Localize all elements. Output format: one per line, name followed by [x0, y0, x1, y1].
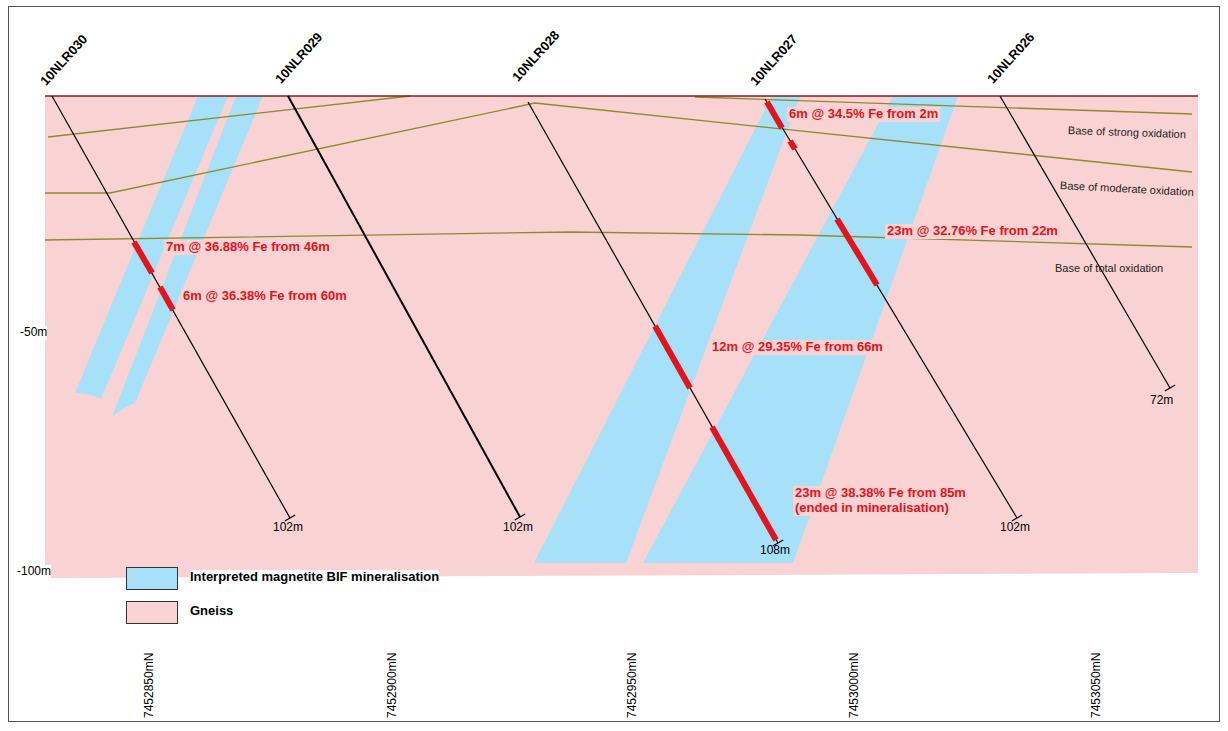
- intercept-label: 6m @ 34.5% Fe from 2m: [787, 107, 940, 122]
- oxidation-line: [45, 103, 1192, 193]
- northing-label: 7452850mN: [143, 653, 157, 718]
- depth-label: 102m: [503, 521, 533, 535]
- depth-label: 108m: [760, 544, 790, 558]
- legend-text: Gneiss: [190, 604, 233, 619]
- bif-band: [112, 96, 263, 417]
- drill-hole: [1000, 96, 1170, 388]
- hole-end: [515, 514, 525, 520]
- depth-label: 102m: [273, 521, 303, 535]
- intercept-label: 23m @ 38.38% Fe from 85m (ended in miner…: [793, 486, 997, 516]
- boundary-label: Base of strong oxidation: [1068, 124, 1186, 141]
- axis-label: -100m: [17, 565, 51, 579]
- hole-name: 10NLR026: [985, 30, 1038, 87]
- legend-text: Interpreted magnetite BIF mineralisation: [190, 570, 439, 585]
- intercept-label: 23m @ 32.76% Fe from 22m: [885, 224, 1060, 239]
- drill-hole: [52, 96, 290, 518]
- depth-label: 72m: [1150, 394, 1173, 408]
- hole-name: 10NLR028: [510, 28, 563, 85]
- northing-label: 7453050mN: [1090, 653, 1104, 718]
- gneiss-area: [45, 96, 1198, 578]
- hole-name: 10NLR027: [748, 32, 801, 89]
- intercept-bar: [837, 219, 877, 285]
- frame: [9, 7, 1220, 722]
- northing-label: 7452900mN: [386, 653, 400, 718]
- hole-name: 10NLR030: [38, 32, 91, 89]
- depth-label: 102m: [1000, 521, 1030, 535]
- intercept-bar: [790, 141, 795, 149]
- intercept-bar: [134, 242, 152, 273]
- intercept-bar: [767, 102, 782, 128]
- surface-line: [45, 95, 1198, 97]
- intercept-bar: [655, 326, 690, 388]
- intercept-label: 12m @ 29.35% Fe from 66m: [710, 340, 885, 355]
- intercept-bar: [712, 427, 776, 540]
- northing-label: 7452950mN: [626, 653, 640, 718]
- northing-label: 7453000mN: [848, 653, 862, 718]
- boundary-label: Base of total oxidation: [1055, 262, 1163, 275]
- legend-swatch: [126, 567, 178, 590]
- drill-hole: [528, 102, 778, 543]
- intercept-bar: [160, 287, 173, 310]
- oxidation-line: [48, 96, 410, 137]
- intercept-label: 6m @ 36.38% Fe from 60m: [181, 289, 349, 304]
- drill-hole: [288, 96, 520, 517]
- hole-name: 10NLR029: [273, 30, 326, 87]
- intercept-label: 7m @ 36.88% Fe from 46m: [164, 240, 332, 255]
- hole-end: [1165, 385, 1175, 391]
- boundary-label: Base of moderate oxidation: [1060, 179, 1194, 199]
- drill-hole: [765, 99, 1017, 518]
- legend-swatch: [126, 601, 178, 624]
- axis-label: -50m: [20, 326, 47, 340]
